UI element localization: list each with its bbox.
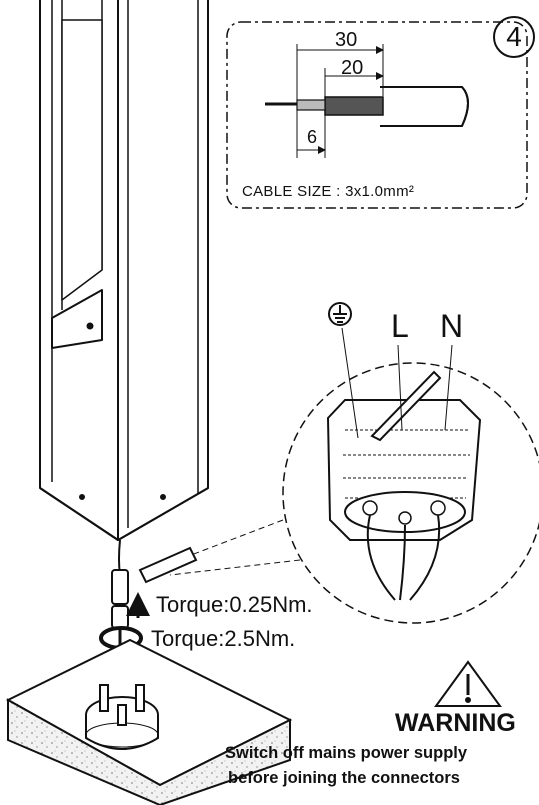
connector-torque-label: Torque:0.25Nm.	[156, 592, 313, 617]
cable-size-label: CABLE SIZE : 3x1.0mm²	[242, 183, 415, 200]
cable-strip-detail	[226, 21, 528, 209]
neutral-terminal-label: N	[440, 308, 464, 344]
base-nut-torque-label: Torque:2.5Nm.	[151, 626, 296, 651]
warning-message-line2: before joining the connectors	[228, 769, 460, 787]
dimension-inner-label: 20	[341, 57, 364, 79]
bollard-post	[39, 0, 209, 541]
dimension-outer-label: 30	[335, 29, 358, 51]
warning-title: WARNING	[395, 709, 516, 737]
warning-triangle-icon	[434, 660, 502, 707]
zoom-callout	[164, 327, 539, 624]
warning-message-line1: Switch off mains power supply	[225, 744, 468, 762]
step-number: 4	[493, 16, 535, 58]
earth-ground-icon	[328, 302, 352, 326]
dimension-end-label: 6	[307, 127, 318, 147]
ground-base	[5, 638, 293, 805]
live-terminal-label: L	[391, 308, 409, 344]
